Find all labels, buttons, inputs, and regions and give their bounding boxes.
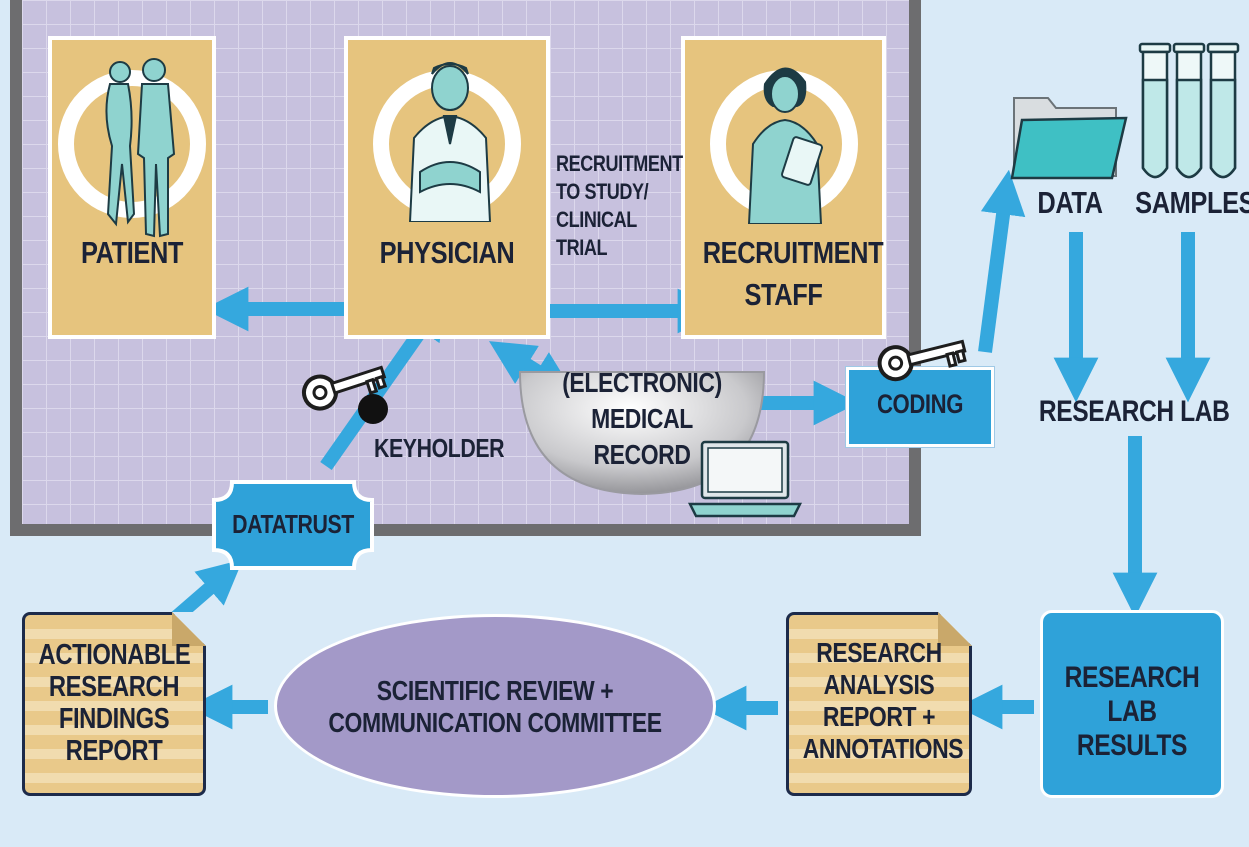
- analysis-label-line4: ANNOTATIONS: [802, 733, 964, 764]
- physician-card: PHYSICIAN: [344, 36, 550, 339]
- recruitment-note-line1: RECRUITMENT: [556, 151, 683, 176]
- record-label-line3: RECORD: [593, 439, 691, 470]
- findings-label-line2: RESEARCH: [48, 671, 180, 703]
- patient-label: PATIENT: [80, 235, 184, 270]
- recruitment-note-line4: TRIAL: [556, 235, 608, 260]
- recruitment-note: RECRUITMENT TO STUDY/ CLINICAL TRIAL: [556, 152, 696, 272]
- recruitment-note-line3: CLINICAL: [556, 207, 637, 232]
- test-tubes-icon: [1138, 42, 1240, 179]
- keyholder-dot: [358, 394, 388, 424]
- review-label-line1: SCIENTIFIC REVIEW +: [376, 675, 614, 706]
- analysis-label-line3: REPORT +: [822, 701, 936, 732]
- arrow-coding-data: [978, 169, 1026, 353]
- coding-box: [846, 367, 994, 447]
- research-lab-label: RESEARCH LAB: [1038, 395, 1230, 428]
- findings-label-line1: ACTIONABLE: [38, 639, 191, 671]
- findings-label-line4: REPORT: [65, 735, 163, 767]
- physician-icon: [408, 62, 492, 222]
- recruitment-staff-card: RECRUITMENT STAFF: [681, 36, 886, 339]
- staff-label-line1: RECRUITMENT: [702, 235, 884, 270]
- research-lab-results-box: [1040, 610, 1224, 798]
- findings-label-line3: FINDINGS: [58, 703, 170, 735]
- scientific-review-ellipse: [274, 614, 716, 798]
- research-analysis-report-doc: [786, 612, 972, 796]
- datatrust-badge: [212, 480, 374, 570]
- data-label: DATA: [1037, 185, 1103, 220]
- analysis-label-line1: RESEARCH: [816, 637, 942, 668]
- analysis-label-line2: ANALYSIS: [823, 669, 935, 700]
- datatrust-label: DATATRUST: [232, 509, 354, 539]
- staff-label-line2: STAFF: [744, 277, 823, 312]
- results-label-line3: RESULTS: [1076, 729, 1188, 762]
- record-label-line1: (ELECTRONIC): [562, 367, 722, 398]
- coding-key-icon: [877, 339, 967, 382]
- folder-icon: [1010, 97, 1128, 180]
- physician-label: PHYSICIAN: [379, 235, 515, 270]
- keyholder-label: KEYHOLDER: [374, 433, 505, 463]
- samples-label: SAMPLES: [1135, 185, 1249, 220]
- patient-couple-icon: [105, 58, 176, 238]
- recruitment-staff-icon: [747, 67, 823, 224]
- results-label-line1: RESEARCH: [1064, 661, 1200, 694]
- review-label-line2: COMMUNICATION COMMITTEE: [328, 707, 662, 738]
- keyholder-key-icon: [301, 365, 388, 411]
- laptop-icon: [687, 440, 803, 518]
- results-label-line2: LAB: [1107, 695, 1157, 728]
- actionable-findings-report-doc: [22, 612, 206, 796]
- coding-label: CODING: [876, 389, 964, 419]
- recruitment-note-line2: TO STUDY/: [556, 179, 649, 204]
- record-label-line2: MEDICAL: [591, 403, 693, 434]
- patient-card: PATIENT: [48, 36, 216, 339]
